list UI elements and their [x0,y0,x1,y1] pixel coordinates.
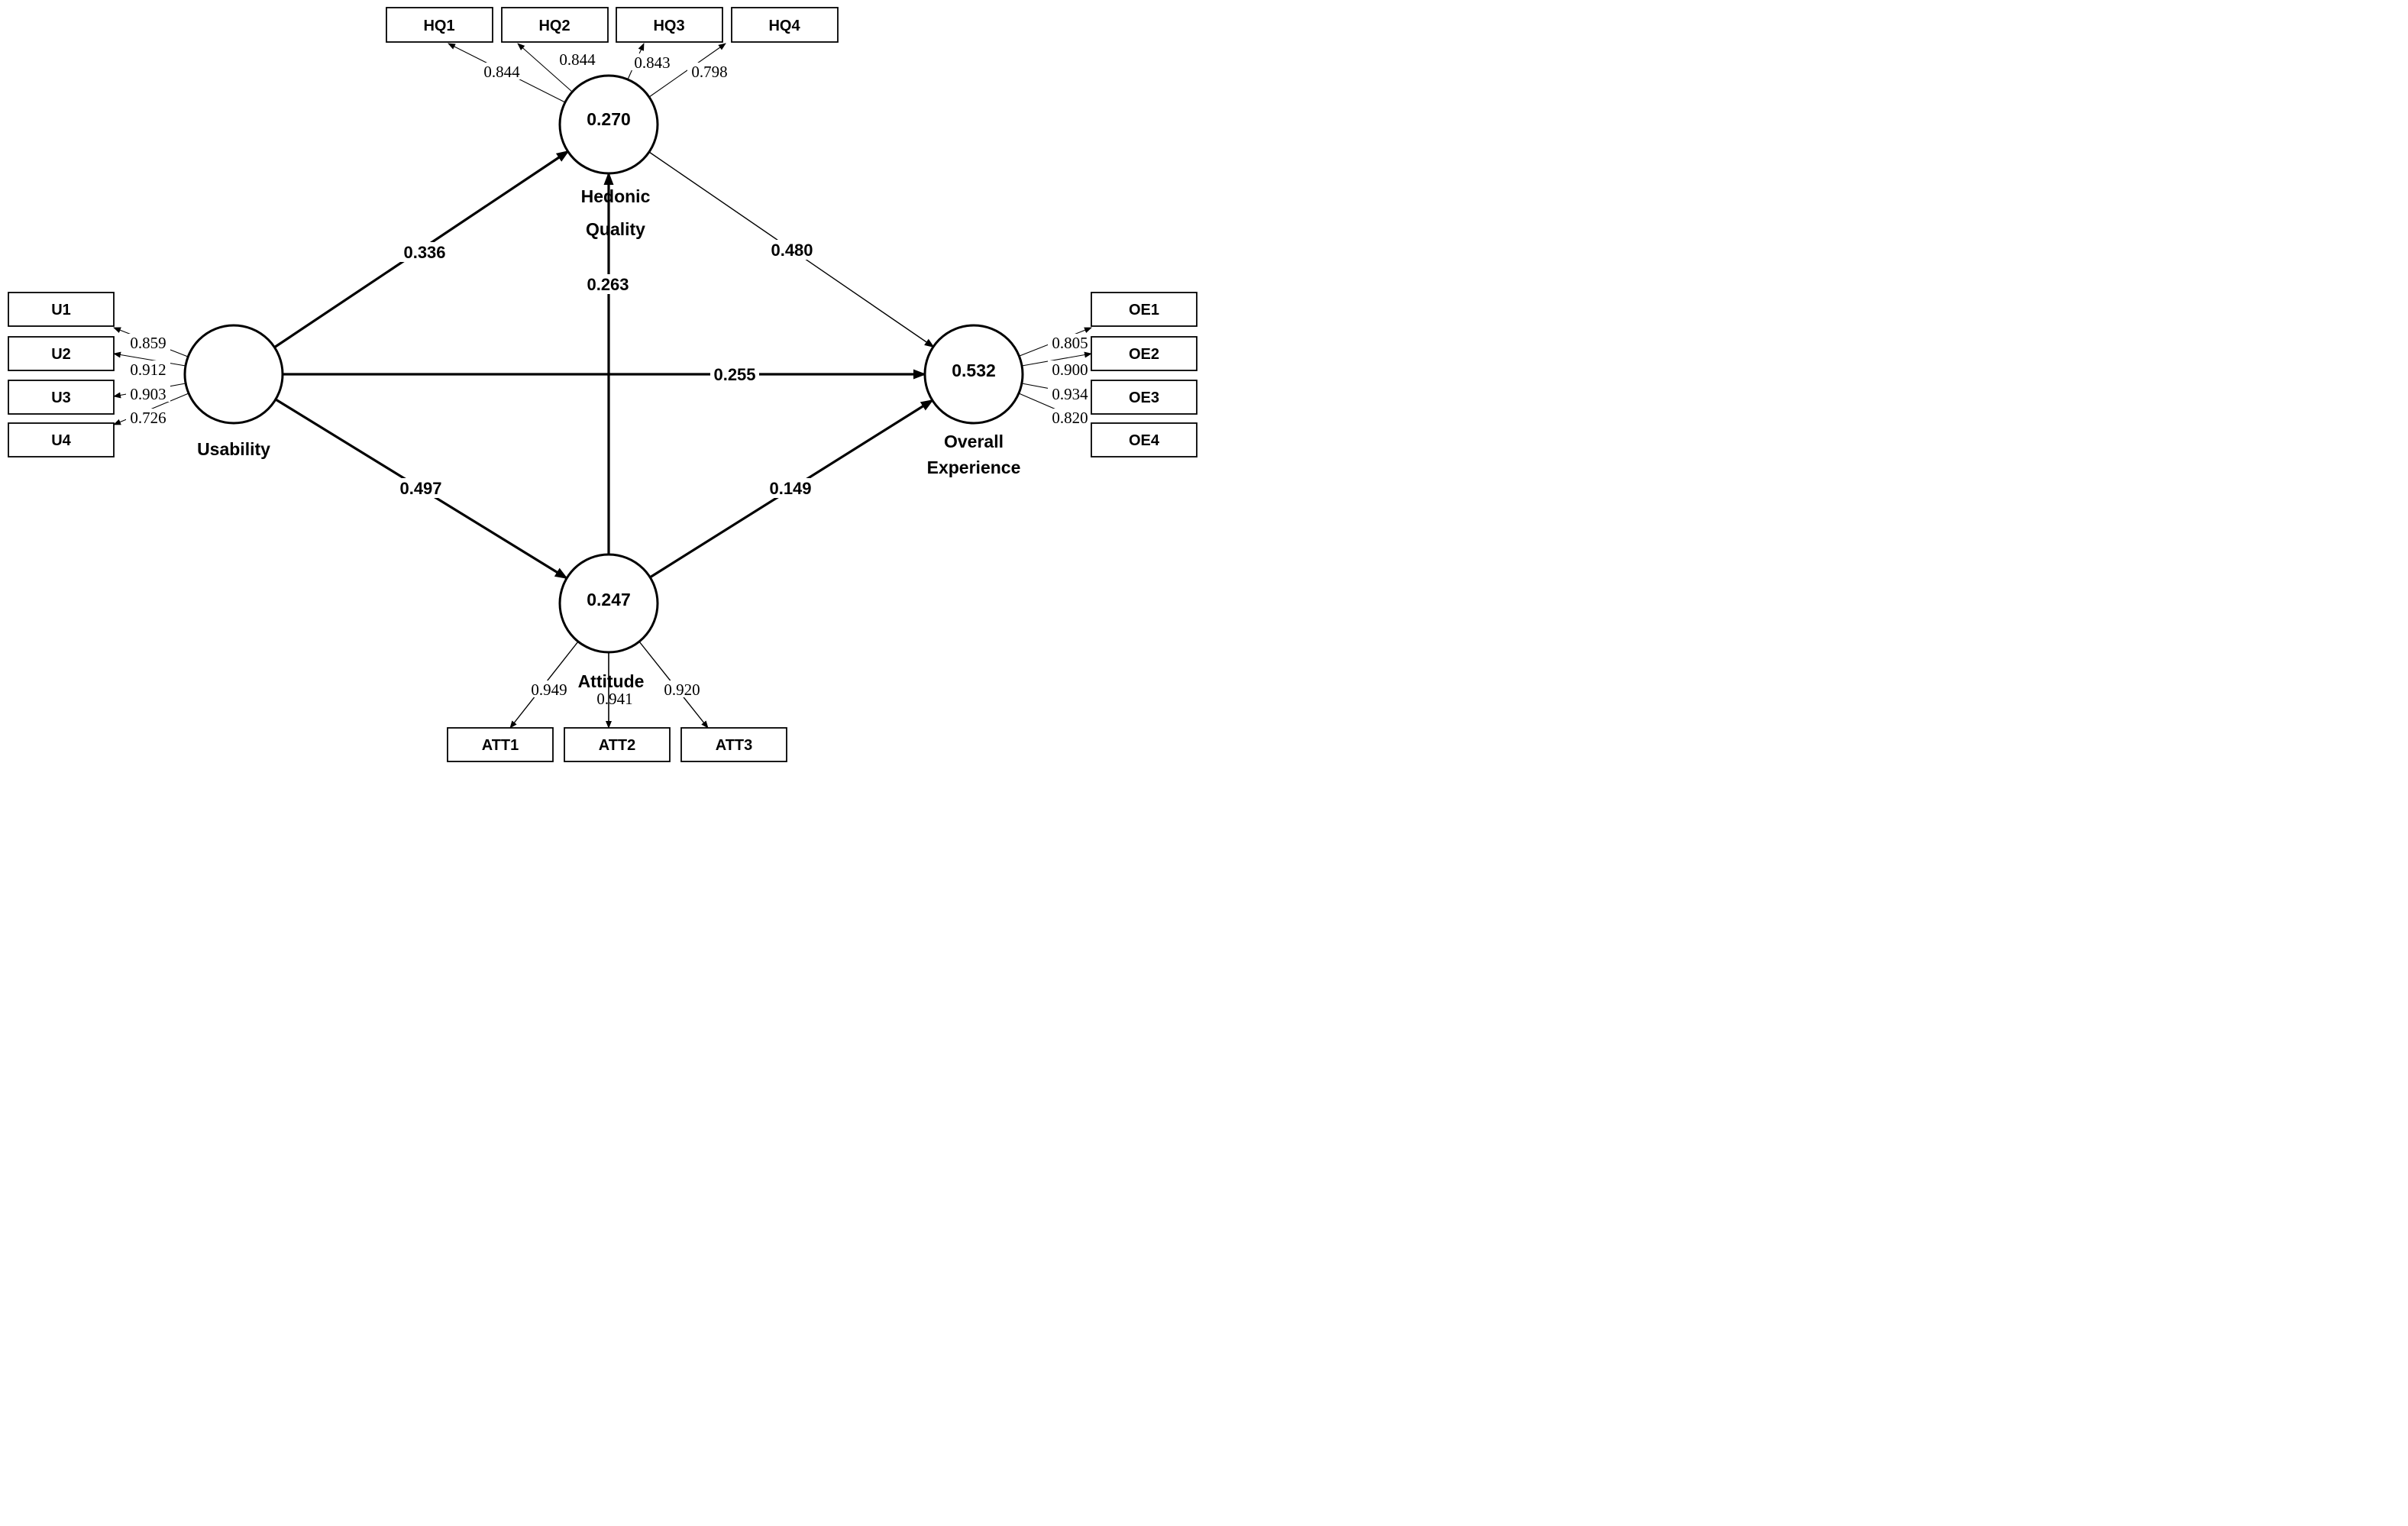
indicator-box-oe4 [1091,422,1198,457]
construct-label-hedonic-line1: Hedonic [581,186,651,206]
path-coefficient-usability-hedonic: 0.336 [403,243,445,262]
indicator-box-u4 [8,422,115,457]
indicator-label-hq1: HQ1 [423,18,454,34]
path-coefficient-usability-overall: 0.255 [713,365,755,384]
indicator-box-u3 [8,380,115,415]
path-coefficient-hedonic-overall: 0.480 [771,241,813,260]
r2-value-hedonic-quality: 0.270 [587,109,631,129]
loading-value-oe3: 0.934 [1052,385,1088,403]
path-coefficient-usability-attitude: 0.497 [399,479,441,498]
construct-label-hedonic-line2: Quality [586,219,645,239]
loading-value-hq1: 0.844 [483,63,520,81]
loading-value-oe1: 0.805 [1052,334,1088,352]
label-mask [126,360,170,377]
indicator-label-u3: U3 [51,390,71,406]
indicator-label-att2: ATT2 [599,737,636,754]
construct-label-usability: Usability [197,439,270,459]
label-mask [1048,360,1092,377]
indicator-box-att1 [447,727,554,762]
label-mask [660,681,704,697]
r2-value-attitude: 0.247 [587,590,631,609]
label-mask [126,385,170,402]
label-mask [126,409,170,425]
indicator-label-att1: ATT1 [482,737,519,754]
indicator-box-hq1 [386,7,493,43]
indicator-label-att3: ATT3 [716,737,753,754]
label-mask [687,63,732,79]
label-mask [527,681,571,697]
indicator-label-hq4: HQ4 [768,18,800,34]
indicator-label-u2: U2 [51,346,71,363]
construct-circle-attitude [558,553,659,654]
loading-value-u3: 0.903 [130,385,166,403]
loading-value-u1: 0.859 [130,334,166,352]
indicator-box-u2 [8,336,115,371]
loading-value-att1: 0.949 [531,681,567,699]
construct-label-attitude: Attitude [578,671,645,691]
label-mask [480,63,524,79]
loading-value-hq2: 0.844 [559,50,596,69]
indicator-box-oe2 [1091,336,1198,371]
label-mask [710,364,759,384]
indicator-label-oe2: OE2 [1129,346,1159,363]
construct-circle-hedonic-quality [558,74,659,175]
loading-value-hq3: 0.843 [634,53,670,72]
path-coefficient-attitude-overall: 0.149 [769,479,811,498]
indicator-box-att3 [680,727,787,762]
label-mask [766,478,815,498]
label-mask [126,334,170,351]
indicator-box-att2 [564,727,671,762]
sem-path-diagram: 0.844 0.844 0.843 0.798 0.859 0.912 0.90… [0,0,1204,763]
loading-value-hq4: 0.798 [691,63,727,81]
indicator-label-oe4: OE4 [1129,432,1160,449]
indicator-box-oe3 [1091,380,1198,415]
loading-value-u4: 0.726 [130,409,166,427]
label-mask [768,240,816,260]
indicator-box-hq2 [501,7,609,43]
indicator-box-oe1 [1091,292,1198,327]
indicator-label-hq3: HQ3 [653,18,684,34]
label-mask [396,478,445,498]
indicator-box-hq3 [616,7,723,43]
indicator-box-hq4 [731,7,839,43]
construct-circle-usability [183,324,284,425]
loading-value-att3: 0.920 [664,681,700,699]
loading-value-u2: 0.912 [130,360,166,379]
construct-label-overall-line1: Overall [944,432,1004,451]
label-mask [1048,334,1092,351]
loading-arrow-u2 [113,351,186,367]
r2-value-overall-experience: 0.532 [952,360,996,380]
label-mask [400,242,449,262]
indicator-label-oe1: OE1 [1129,302,1159,318]
indicator-label-hq2: HQ2 [538,18,570,34]
label-mask [1048,385,1092,402]
label-mask [555,50,600,67]
loading-value-att2: 0.941 [596,690,632,708]
path-coefficient-attitude-hedonic: 0.263 [587,275,629,294]
loading-arrow-hq2 [517,43,573,92]
loading-value-oe4: 0.820 [1052,409,1088,427]
indicator-label-oe3: OE3 [1129,390,1159,406]
construct-circle-overall-experience [923,324,1024,425]
label-mask [630,53,674,70]
label-mask [1048,409,1092,425]
indicator-box-u1 [8,292,115,327]
loading-value-oe2: 0.900 [1052,360,1088,379]
loading-arrow-oe2 [1021,351,1092,367]
construct-label-overall-line2: Experience [927,457,1021,477]
label-mask [583,274,632,294]
indicator-label-u1: U1 [51,302,71,318]
indicator-label-u4: U4 [51,432,71,449]
diagram-svg: 0.844 0.844 0.843 0.798 0.859 0.912 0.90… [8,7,1198,762]
